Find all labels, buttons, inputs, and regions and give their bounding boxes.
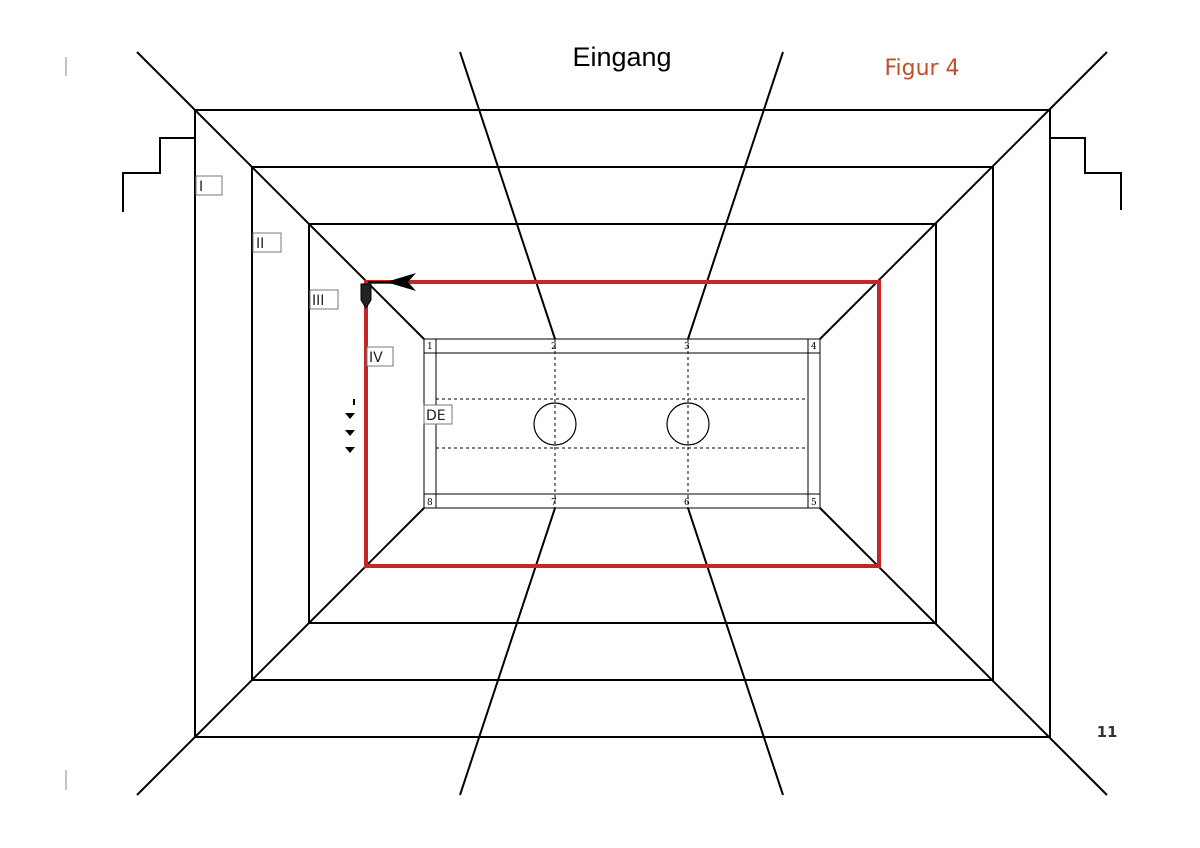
diagonal-bottom-right (819, 507, 1108, 796)
radial-bottom-7 (459, 507, 556, 796)
page-number: 11 (1097, 723, 1118, 741)
ring-1 (194, 109, 1051, 738)
corner-number-6: 6 (684, 498, 690, 508)
court-circle-right (666, 402, 710, 446)
ring-label-4: IV (369, 350, 383, 366)
radial-top-3 (687, 51, 784, 340)
stairs-right (1050, 137, 1122, 210)
ring-label-box-1 (195, 175, 223, 196)
marker-icon (360, 283, 372, 309)
court-label: DE (426, 408, 446, 424)
ring-label-2: II (256, 236, 264, 252)
radial-bottom-6 (687, 507, 784, 796)
ring-label-box-4 (366, 346, 394, 367)
ring-label-1: I (199, 179, 203, 195)
corner-number-2: 2 (551, 342, 557, 352)
diagonal-top-left (136, 51, 425, 340)
court-circle-left (533, 402, 577, 446)
ring-label-box-2 (252, 232, 282, 253)
red-path-core (365, 281, 880, 567)
court (423, 338, 821, 509)
triangle-down-icon (345, 399, 355, 453)
arrow-left-icon (368, 273, 416, 291)
court-label-box (423, 404, 453, 425)
corner-number-8: 8 (427, 498, 433, 508)
diagonal-top-right (819, 51, 1108, 340)
ring-label-3: III (312, 293, 324, 309)
corner-number-3: 3 (684, 342, 690, 352)
radial-top-2 (459, 51, 556, 340)
corner-number-7: 7 (551, 498, 557, 508)
diagonal-bottom-left (136, 507, 425, 796)
ring-3 (308, 223, 937, 624)
corner-number-1: 1 (427, 342, 433, 352)
ring-2 (251, 166, 994, 681)
ring-label-box-3 (309, 289, 339, 310)
corner-number-4: 4 (811, 342, 817, 352)
figure-label: Figur 4 (884, 56, 959, 81)
page-title: Eingang (572, 42, 671, 72)
corner-number-5: 5 (811, 498, 817, 508)
stairs-left (122, 137, 195, 212)
red-path (364, 280, 881, 568)
